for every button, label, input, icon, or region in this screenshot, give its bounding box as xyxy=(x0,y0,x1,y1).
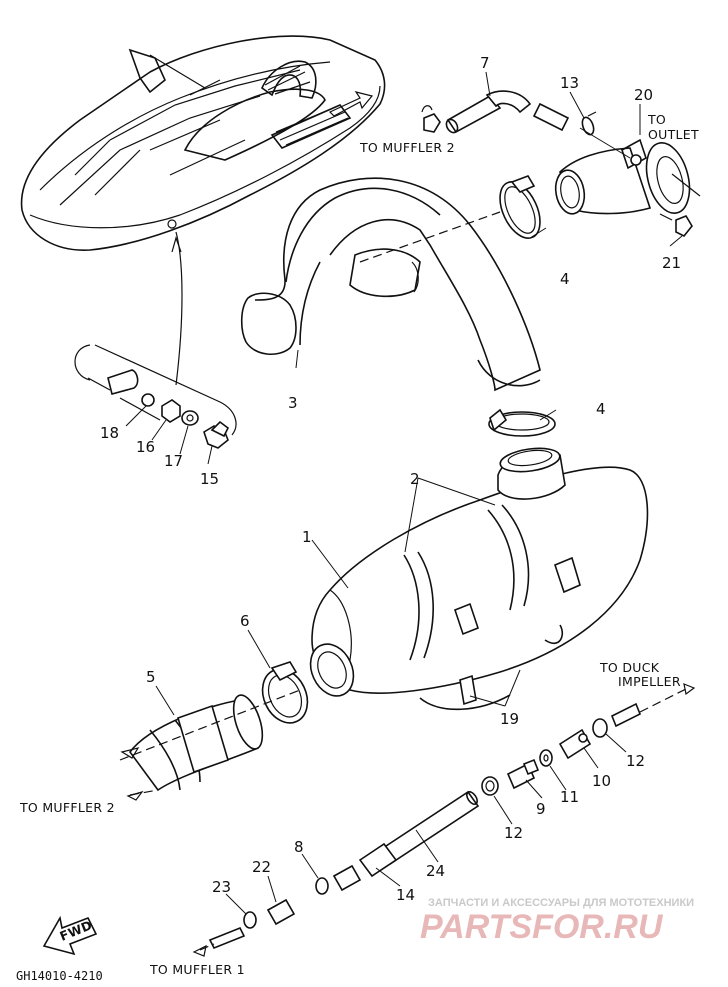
part-label-19: 19 xyxy=(500,710,519,728)
watercraft-illustration xyxy=(20,35,386,251)
note-to-duck-2: IMPELLER xyxy=(618,674,681,689)
bolt-21 xyxy=(659,213,693,238)
note-to-muffler1: TO MUFFLER 1 xyxy=(149,962,245,977)
part-labels: 7 13 20 4 21 3 4 18 16 17 15 2 1 6 5 19 … xyxy=(100,54,681,904)
note-to-duck-1: TO DUCK xyxy=(599,660,660,675)
hose-7 xyxy=(445,90,570,134)
leader-13-outlet xyxy=(579,127,631,159)
part-label-6: 6 xyxy=(240,612,250,630)
hose-24 xyxy=(358,790,480,878)
axis-line-5-6 xyxy=(119,689,301,761)
clamp-6 xyxy=(261,661,309,724)
fwd-arrow xyxy=(42,915,98,956)
part-label-21: 21 xyxy=(662,254,681,272)
note-to-muffler2-top: TO MUFFLER 2 xyxy=(359,140,455,155)
clip-8 xyxy=(315,877,329,895)
part-label-1: 1 xyxy=(302,528,312,546)
part-label-2: 2 xyxy=(410,470,420,488)
drain-assembly xyxy=(74,344,237,449)
part-label-4-upper: 4 xyxy=(560,270,570,288)
sleeve-5 xyxy=(129,694,264,792)
part-label-15: 15 xyxy=(200,470,219,488)
callout-notes: TO MUFFLER 2 TO OUTLET TO DUCK IMPELLER … xyxy=(19,112,699,977)
part-label-11: 11 xyxy=(560,788,579,806)
fitting-10 xyxy=(558,728,592,760)
part-label-24: 24 xyxy=(426,862,445,880)
hose-joint-14 xyxy=(332,864,362,892)
axis-line-to-duck xyxy=(639,687,689,713)
fitting-9 xyxy=(506,758,540,790)
clip-to-muffler2 xyxy=(421,105,441,133)
part-label-13: 13 xyxy=(560,74,579,92)
clip-23 xyxy=(208,911,257,950)
part-label-7: 7 xyxy=(480,54,490,72)
outlet-arrow xyxy=(671,173,701,197)
part-label-14: 14 xyxy=(396,886,415,904)
joint-22 xyxy=(266,898,296,926)
clamp-4-lower xyxy=(488,408,556,437)
watermark-line1: ЗАПЧАСТИ И АКСЕССУАРЫ ДЛЯ МОТОТЕХНИКИ xyxy=(428,897,694,909)
part-label-5: 5 xyxy=(146,668,156,686)
diagram-code: GH14010-4210 xyxy=(16,969,103,983)
part-label-10: 10 xyxy=(592,772,611,790)
leader-lines xyxy=(125,71,683,915)
part-label-8: 8 xyxy=(294,838,304,856)
part-label-3: 3 xyxy=(288,394,298,412)
clamp-12-upper xyxy=(592,702,642,738)
part-label-16: 16 xyxy=(136,438,155,456)
part-label-12-upper: 12 xyxy=(626,752,645,770)
clamp-4-upper xyxy=(499,175,541,239)
part-label-12-lower: 12 xyxy=(504,824,523,842)
note-to-outlet-1: TO xyxy=(647,112,666,127)
watermark-line2: PARTSFOR.RU xyxy=(420,908,664,946)
part-label-20: 20 xyxy=(634,86,653,104)
craft-to-drain-leader xyxy=(175,231,183,386)
note-to-muffler2-bottom: TO MUFFLER 2 xyxy=(19,800,115,815)
exhaust-pipe-3 xyxy=(240,177,541,392)
muffler-1 xyxy=(309,447,649,711)
axis-line-to-muffler1 xyxy=(199,943,215,951)
part-label-23: 23 xyxy=(212,878,231,896)
axis-line-3-4 xyxy=(359,211,501,263)
part-label-17: 17 xyxy=(164,452,183,470)
part-label-18: 18 xyxy=(100,424,119,442)
note-to-outlet-2: OUTLET xyxy=(648,127,699,142)
part-label-4-lower: 4 xyxy=(596,400,606,418)
washer-11 xyxy=(539,749,553,767)
part-label-22: 22 xyxy=(252,858,271,876)
clamp-12-lower xyxy=(481,776,499,796)
outlet-20 xyxy=(554,138,691,215)
part-label-9: 9 xyxy=(536,800,546,818)
